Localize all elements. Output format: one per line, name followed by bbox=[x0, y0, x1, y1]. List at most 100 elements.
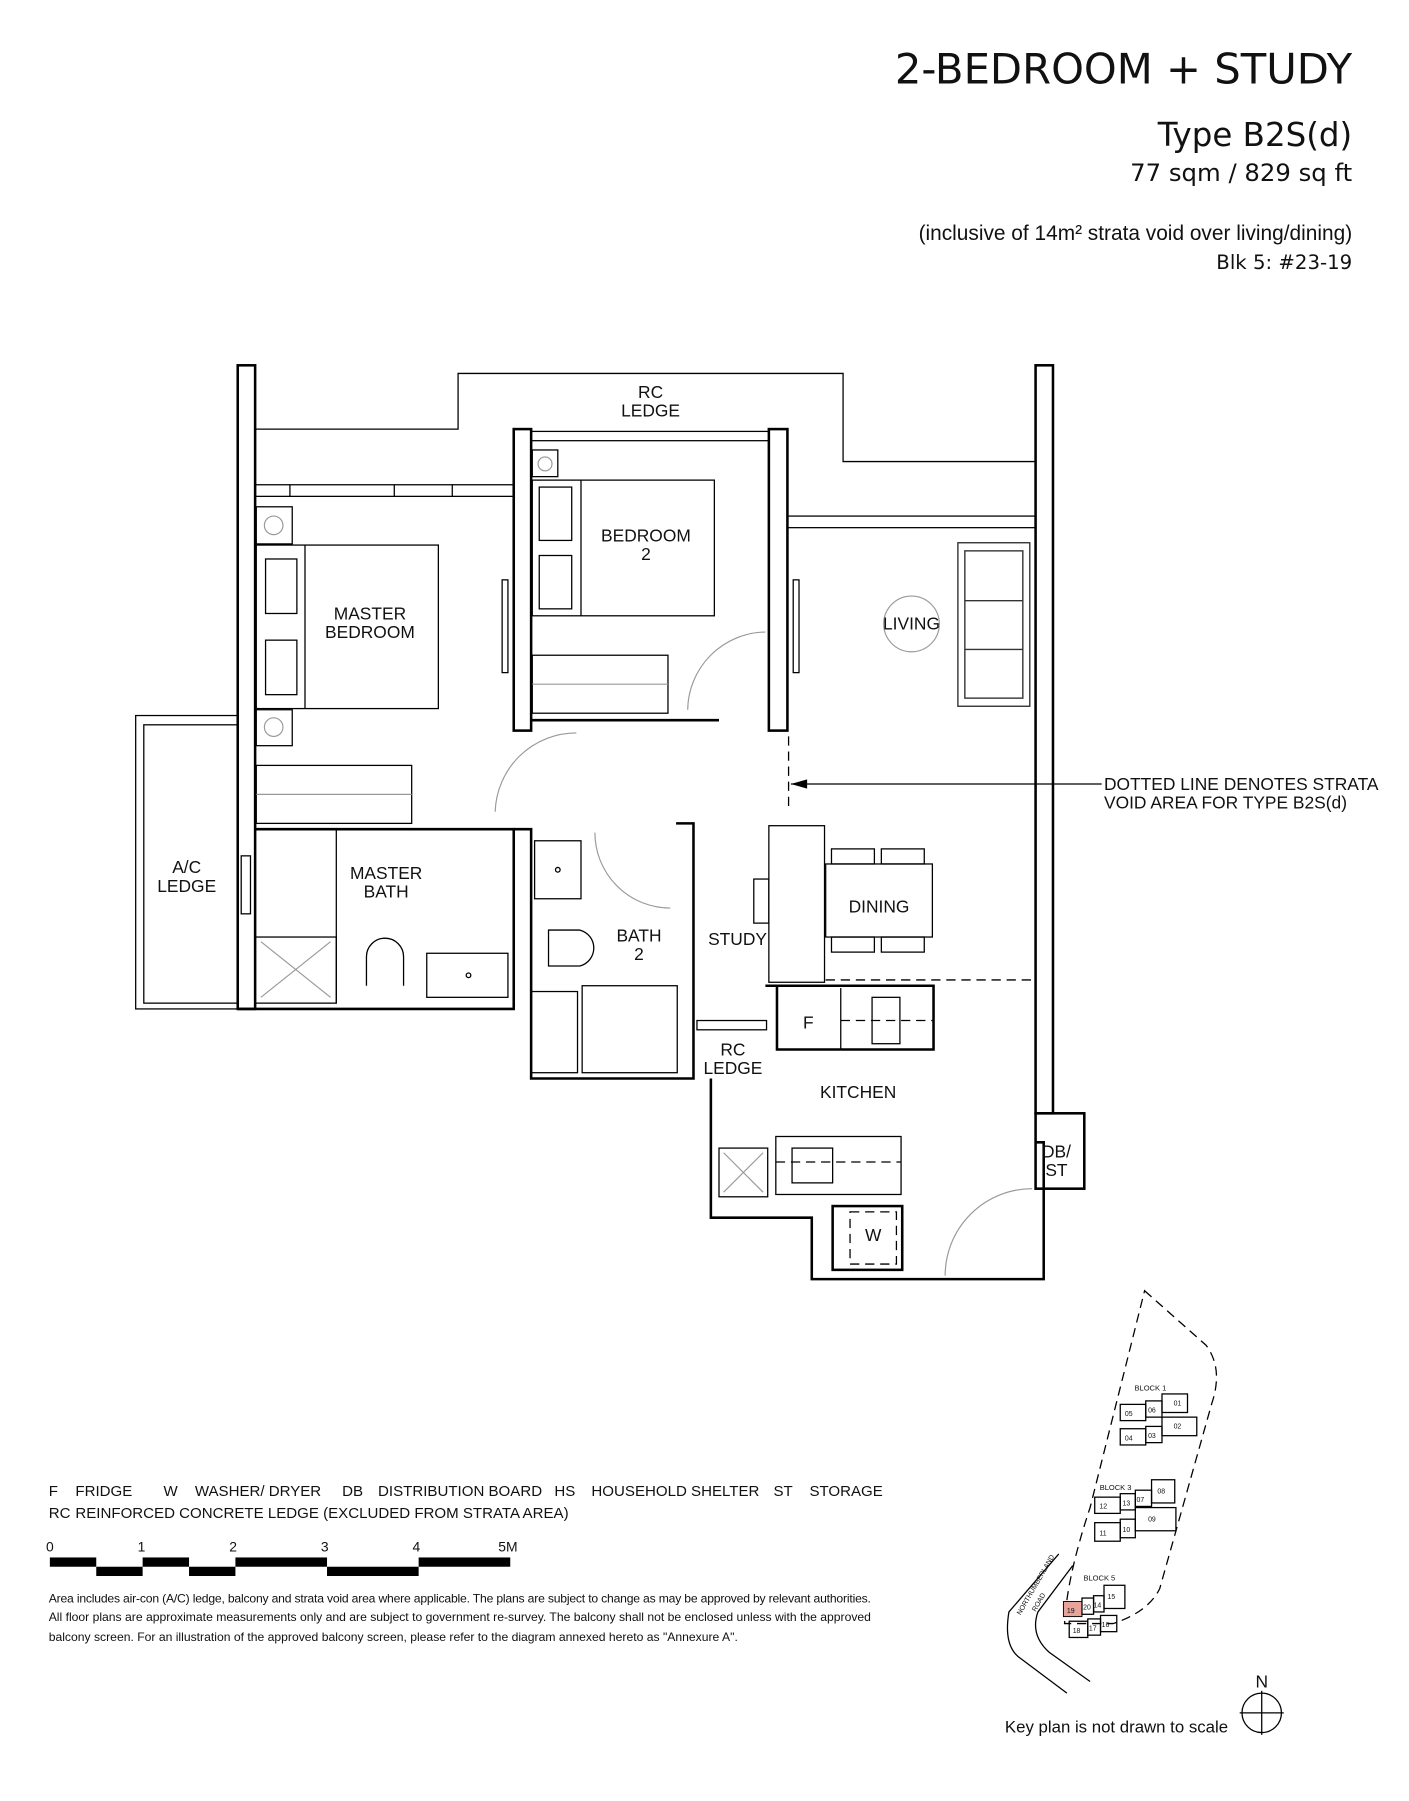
scale-tick: 1 bbox=[138, 1539, 146, 1555]
wall-right bbox=[1034, 364, 1055, 1115]
scale-tick: 3 bbox=[321, 1539, 329, 1555]
wall-left bbox=[236, 364, 257, 1011]
key-plan-note: Key plan is not drawn to scale bbox=[1005, 1718, 1228, 1737]
svg-text:18: 18 bbox=[1073, 1628, 1081, 1635]
legend-code: W bbox=[164, 1483, 179, 1500]
svg-text:05: 05 bbox=[1125, 1411, 1133, 1418]
block1-units: 05 06 01 04 03 02 bbox=[1119, 1393, 1198, 1446]
strata-annotation: DOTTED LINE DENOTES STRATA bbox=[1104, 774, 1379, 794]
legend-label: STORAGE bbox=[809, 1483, 882, 1500]
label-master-bedroom: BEDROOM bbox=[325, 622, 415, 642]
window-master bbox=[254, 484, 515, 497]
svg-text:07: 07 bbox=[1136, 1497, 1144, 1504]
scale-tick: 5M bbox=[498, 1539, 517, 1555]
scale-bar: 0 1 2 3 4 5M bbox=[46, 1539, 518, 1577]
study-desk bbox=[768, 825, 826, 983]
block5-units: 19 20 14 15 18 17 16 bbox=[1062, 1584, 1126, 1639]
label-bath2: BATH bbox=[616, 926, 661, 946]
scale-tick: 4 bbox=[412, 1539, 420, 1555]
shelter-icon bbox=[718, 1147, 769, 1198]
legend-label: DISTRIBUTION BOARD bbox=[378, 1483, 542, 1500]
svg-text:03: 03 bbox=[1148, 1433, 1156, 1440]
kitchen-counter bbox=[775, 1135, 902, 1196]
label-ac-ledge: LEDGE bbox=[157, 876, 216, 896]
toilet-icon bbox=[547, 929, 595, 967]
label-db-st: ST bbox=[1045, 1160, 1068, 1180]
svg-text:14: 14 bbox=[1094, 1602, 1102, 1609]
svg-text:12: 12 bbox=[1099, 1504, 1107, 1511]
toilet-icon bbox=[365, 937, 405, 986]
svg-text:06: 06 bbox=[1148, 1407, 1156, 1414]
legend-code: HS bbox=[554, 1483, 575, 1500]
legend-label: FRIDGE bbox=[75, 1483, 132, 1500]
basin-icon bbox=[426, 952, 509, 998]
svg-text:17: 17 bbox=[1089, 1626, 1097, 1633]
label-master-bath: MASTER bbox=[350, 863, 422, 883]
window-bedroom2 bbox=[530, 430, 770, 442]
svg-text:04: 04 bbox=[1125, 1435, 1133, 1442]
key-plan-block5: BLOCK 5 bbox=[1083, 1574, 1115, 1583]
label-study: STUDY bbox=[708, 929, 767, 949]
label-db-st: DB/ bbox=[1042, 1141, 1071, 1161]
legend-label: HOUSEHOLD SHELTER bbox=[591, 1483, 759, 1500]
north-arrow-icon bbox=[1239, 1690, 1284, 1735]
block3-units: 12 13 07 08 11 10 09 bbox=[1094, 1479, 1177, 1542]
label-ac-ledge: A/C bbox=[172, 857, 201, 877]
label-bedroom2: BEDROOM bbox=[601, 526, 691, 546]
door-master-bedroom bbox=[494, 732, 577, 812]
wall-bedroom2-left bbox=[512, 427, 533, 732]
unit-area: 77 sqm / 829 sq ft bbox=[1130, 158, 1352, 187]
scale-tick: 2 bbox=[229, 1539, 237, 1555]
svg-text:01: 01 bbox=[1174, 1401, 1182, 1408]
sofa-icon bbox=[957, 542, 1031, 707]
label-rc-ledge: LEDGE bbox=[621, 400, 680, 420]
door-main bbox=[944, 1188, 1033, 1276]
label-rc-ledge: LEDGE bbox=[703, 1058, 762, 1078]
legend: F FRIDGE W WASHER/ DRYER DB DISTRIBUTION… bbox=[49, 1483, 883, 1522]
svg-text:19: 19 bbox=[1067, 1608, 1075, 1615]
label-rc-ledge: RC bbox=[720, 1039, 745, 1059]
label-living: LIVING bbox=[883, 614, 940, 634]
strata-annotation: VOID AREA FOR TYPE B2S(d) bbox=[1104, 792, 1347, 812]
key-plan: BLOCK 1 BLOCK 3 BLOCK 5 NORTHUMBERLAND R… bbox=[1005, 1289, 1284, 1737]
wardrobe-icon bbox=[255, 654, 669, 825]
disclaimer-text: Area includes air-con (A/C) ledge, balco… bbox=[49, 1592, 871, 1606]
label-fridge: F bbox=[803, 1013, 814, 1033]
svg-text:20: 20 bbox=[1083, 1605, 1091, 1612]
disclaimer-text: All floor plans are approximate measurem… bbox=[49, 1610, 871, 1624]
label-master-bath: BATH bbox=[364, 882, 409, 902]
svg-text:09: 09 bbox=[1148, 1517, 1156, 1524]
label-dining: DINING bbox=[849, 897, 910, 917]
label-master-bedroom: MASTER bbox=[334, 603, 406, 623]
label-washer: W bbox=[865, 1225, 882, 1245]
site-boundary bbox=[1063, 1289, 1218, 1625]
legend-code: RC bbox=[49, 1505, 71, 1522]
master-bed-icon bbox=[255, 544, 439, 710]
svg-text:15: 15 bbox=[1107, 1594, 1115, 1601]
legend-label: REINFORCED CONCRETE LEDGE (EXCLUDED FROM… bbox=[75, 1505, 568, 1522]
dining-table-icon bbox=[825, 848, 934, 953]
aircon-icon bbox=[255, 449, 559, 747]
svg-text:02: 02 bbox=[1174, 1424, 1182, 1431]
label-bedroom2: 2 bbox=[641, 544, 651, 564]
label-bath2: 2 bbox=[634, 944, 644, 964]
legend-code: F bbox=[49, 1483, 58, 1500]
shower-icon bbox=[530, 990, 579, 1074]
rc-ledge-outline bbox=[255, 372, 1036, 463]
label-kitchen: KITCHEN bbox=[820, 1082, 896, 1102]
header: 2-BEDROOM + STUDY Type B2S(d) 77 sqm / 8… bbox=[895, 45, 1353, 275]
living-table-icon bbox=[883, 595, 940, 653]
unit-number: Blk 5: #23-19 bbox=[1216, 251, 1352, 274]
disclaimer: Area includes air-con (A/C) ledge, balco… bbox=[49, 1592, 871, 1644]
floor-plan: RC LEDGE MASTER BEDROOM BEDROOM 2 LIVING… bbox=[135, 364, 1379, 1281]
shower-icon bbox=[254, 936, 337, 1004]
north-label: N bbox=[1255, 1671, 1268, 1691]
svg-text:11: 11 bbox=[1099, 1530, 1106, 1537]
wall-bedroom2-right bbox=[767, 427, 789, 732]
svg-text:13: 13 bbox=[1123, 1500, 1131, 1507]
scale-tick: 0 bbox=[46, 1539, 54, 1555]
svg-text:08: 08 bbox=[1157, 1489, 1165, 1496]
window-living bbox=[786, 515, 1037, 529]
legend-label: WASHER/ DRYER bbox=[195, 1483, 321, 1500]
